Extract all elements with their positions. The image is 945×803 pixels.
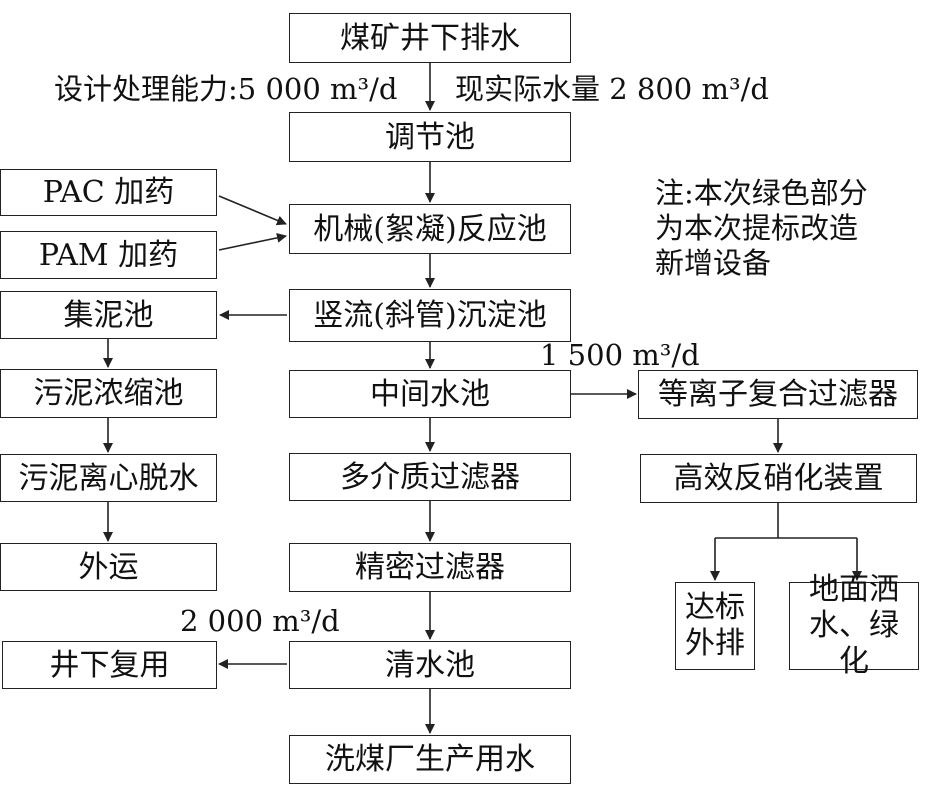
node-precision-filter: 精密过滤器 xyxy=(289,543,571,592)
node-clear-water-pool: 清水池 xyxy=(289,641,571,689)
node-sludge-dewatering: 污泥离心脱水 xyxy=(0,454,217,502)
node-ground-sprinkling: 地面洒水、绿化 xyxy=(789,572,919,679)
label-actual-water: 现实际水量 2 800 m³/d xyxy=(455,72,769,106)
label-design-capacity: 设计处理能力:5 000 m³/d xyxy=(54,72,398,106)
node-reaction-pool: 机械(絮凝)反应池 xyxy=(289,204,571,254)
node-multimedia-filter: 多介质过滤器 xyxy=(289,453,571,501)
node-denitrification: 高效反硝化装置 xyxy=(640,454,917,503)
label-flow-1500: 1 500 m³/d xyxy=(540,338,700,372)
node-pam-dosing: PAM 加药 xyxy=(0,231,217,279)
node-plasma-filter: 等离子复合过滤器 xyxy=(638,370,918,419)
node-sludge-collection: 集泥池 xyxy=(0,291,217,339)
arrow-pac-to-reaction xyxy=(218,195,287,226)
node-coal-washing-water: 洗煤厂生产用水 xyxy=(289,735,571,784)
node-underground-reuse: 井下复用 xyxy=(2,641,217,689)
node-sludge-thickening: 污泥浓缩池 xyxy=(0,369,217,418)
node-intermediate-pool: 中间水池 xyxy=(289,370,571,418)
node-pac-dosing: PAC 加药 xyxy=(0,169,217,216)
node-compliant-discharge: 达标外排 xyxy=(675,582,755,670)
note-text: 注:本次绿色部分 为本次提标改造 新增设备 xyxy=(655,176,868,280)
label-flow-2000: 2 000 m³/d xyxy=(180,604,340,638)
node-mine-drainage: 煤矿井下排水 xyxy=(289,13,571,63)
arrow-pam-to-reaction xyxy=(218,232,287,251)
node-regulating-pool: 调节池 xyxy=(289,112,571,162)
node-sedimentation-pool: 竖流(斜管)沉淀池 xyxy=(289,289,571,342)
node-transport-out: 外运 xyxy=(0,543,217,591)
